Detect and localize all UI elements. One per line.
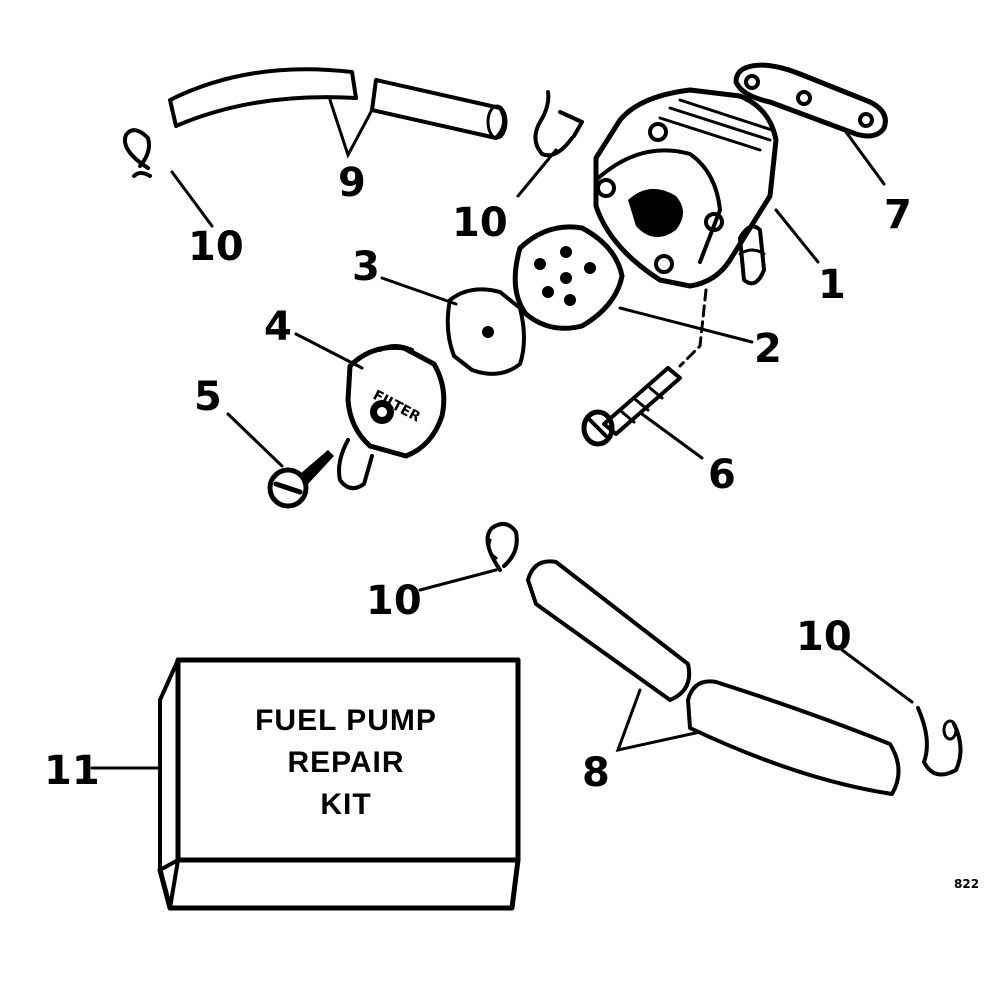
callout-7: 7 [884,192,912,238]
callout-10-middle: 10 [366,578,422,624]
kit-label-line2: REPAIR [287,746,404,779]
callout-8: 8 [582,750,610,796]
filter-cover: FILTER [337,344,447,491]
callout-10-top-center: 10 [452,200,508,246]
callout-labels: 1 2 3 4 5 6 7 8 9 10 10 10 10 11 [44,160,912,796]
cover-gasket-plate [733,62,888,139]
callout-5: 5 [194,374,222,420]
callout-2: 2 [754,326,782,372]
hose-upper-left [168,67,358,128]
repair-kit-box: FUEL PUMP REPAIR KIT [157,657,521,911]
callout-11: 11 [44,748,100,794]
hose-lower-right [686,679,901,796]
hose-clip-top-center [533,90,584,158]
hose-upper-right [370,78,508,140]
callout-3: 3 [352,244,380,290]
filter-cover-screw [267,450,334,509]
callout-9: 9 [338,160,366,206]
filter-element [445,287,526,376]
hose-clip-lower-right [916,706,963,777]
callout-6: 6 [708,452,736,498]
kit-label-line3: KIT [320,788,371,821]
callout-10-lower-right: 10 [796,614,852,660]
callout-1: 1 [818,262,846,308]
hose-lower-left [526,559,692,702]
hose-clip-top-left [123,128,152,178]
fuel-pump-body [593,87,779,289]
callout-10-top-left: 10 [188,224,244,270]
pump-mounting-screw [581,288,708,447]
figure-number: 822 [954,877,979,891]
leader-lines [90,98,914,770]
kit-label-line1: FUEL PUMP [255,704,437,737]
pump-diaphragm [512,224,625,331]
hose-clip-middle [485,521,519,572]
callout-4: 4 [264,304,292,350]
